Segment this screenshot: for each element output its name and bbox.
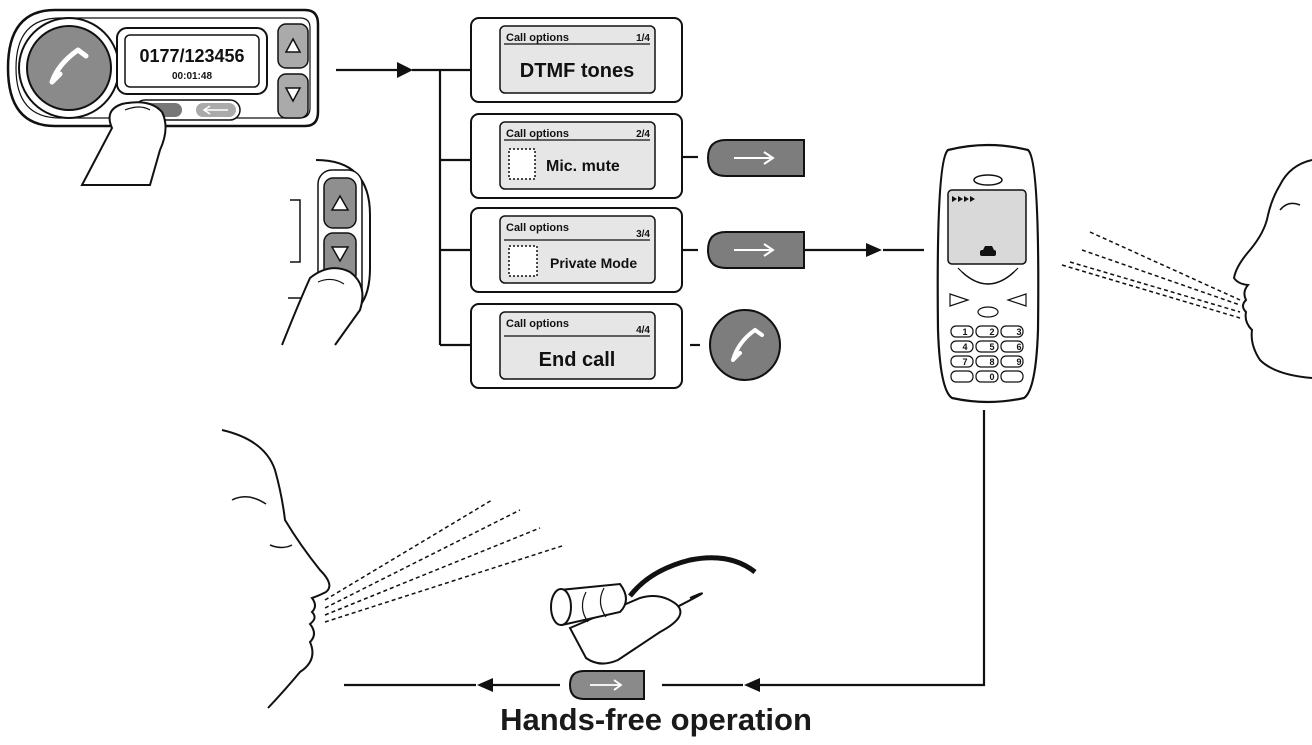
arrow-right-icon <box>734 243 775 257</box>
speech-lines-left <box>324 499 566 623</box>
microphone-cable <box>628 555 757 598</box>
arrowhead-left <box>477 678 493 692</box>
keypad: 1 2 3 4 5 6 7 8 9 0 <box>950 325 1024 383</box>
key <box>950 340 974 353</box>
phone-screen <box>947 189 1027 265</box>
confirm-button-private-mode[interactable] <box>706 231 805 269</box>
checkbox-icon <box>508 148 536 180</box>
checkbox-icon <box>508 245 538 277</box>
key-label: 6 <box>1016 342 1021 352</box>
menu-label: Private Mode <box>550 255 637 271</box>
key <box>1000 340 1024 353</box>
face-left <box>221 429 331 709</box>
key-label: 1 <box>962 327 967 337</box>
finger <box>281 267 364 346</box>
triangle-down-icon <box>284 87 302 103</box>
menu-header: Call options <box>506 318 569 330</box>
up-button[interactable] <box>277 23 309 69</box>
key <box>975 340 999 353</box>
mobile-phone: 1 2 3 4 5 6 7 8 9 0 <box>936 143 1040 404</box>
down-button[interactable] <box>277 73 309 119</box>
menu-page: 4/4 <box>636 325 650 336</box>
key-label: 3 <box>1016 327 1021 337</box>
arrow-right-icon <box>734 151 775 165</box>
confirm-button-mic-mute[interactable] <box>706 139 805 177</box>
confirm-button-handsfree[interactable] <box>568 670 645 700</box>
menu-label: Mic. mute <box>546 158 620 175</box>
caption-title: Hands-free operation <box>500 702 812 737</box>
connectors <box>336 68 986 687</box>
side-button-detail <box>281 159 371 346</box>
key <box>950 370 974 383</box>
menu-page: 2/4 <box>636 129 650 140</box>
speech-lines-right <box>1061 231 1241 319</box>
nav-left-icon <box>949 293 970 307</box>
menu-header: Call options <box>506 32 569 44</box>
menu-page: 3/4 <box>636 229 650 240</box>
triangle-up-icon <box>330 194 350 211</box>
arrowhead-left <box>744 678 760 692</box>
menu-page: 1/4 <box>636 33 650 44</box>
menu-label: DTMF tones <box>520 60 634 82</box>
triangle-up-icon <box>284 37 302 53</box>
car-icon <box>980 246 996 256</box>
key-label: 5 <box>989 342 994 352</box>
arrowhead-right <box>397 62 413 78</box>
arrowhead-right <box>866 243 882 257</box>
up-button-detail[interactable] <box>323 177 357 229</box>
key <box>975 325 999 338</box>
key-label: 2 <box>989 327 994 337</box>
nav-right-icon <box>1006 293 1027 307</box>
key-label: 9 <box>1016 357 1021 367</box>
menu-screen-1[interactable]: Call options 1/4 DTMF tones <box>470 17 683 103</box>
key <box>975 370 999 383</box>
key-label: 7 <box>962 357 967 367</box>
display-screen <box>124 34 260 88</box>
control-unit: 0177/123456 00:01:48 <box>6 8 320 186</box>
microphone-base <box>568 595 682 665</box>
key-label: 0 <box>989 372 994 382</box>
key <box>1000 370 1024 383</box>
key <box>975 355 999 368</box>
flow-arrowheads <box>397 62 882 692</box>
key-label: 8 <box>989 357 994 367</box>
menu-screen-4[interactable]: Call options 4/4 End call <box>470 303 683 389</box>
key <box>1000 325 1024 338</box>
arrow-right-icon <box>590 679 623 691</box>
display-timer: 00:01:48 <box>172 71 212 82</box>
end-call-button[interactable] <box>709 309 781 381</box>
menu-screen-2[interactable]: Call options 2/4 Mic. mute <box>470 113 683 199</box>
handset-icon <box>731 328 764 362</box>
call-button[interactable] <box>18 17 120 119</box>
menu-header: Call options <box>506 222 569 234</box>
microphone <box>550 555 757 665</box>
handset-icon <box>49 47 89 85</box>
face-right <box>1232 159 1312 379</box>
menu-screen-3[interactable]: Call options 3/4 Private Mode <box>470 207 683 293</box>
triangle-down-icon <box>330 246 350 263</box>
signal-bars-icon <box>952 196 975 202</box>
key <box>1000 355 1024 368</box>
menu-label: End call <box>539 349 616 371</box>
menu-header: Call options <box>506 128 569 140</box>
display-number: 0177/123456 <box>139 46 244 66</box>
key-label: 4 <box>962 342 967 352</box>
key <box>950 355 974 368</box>
return-arrow-icon <box>202 105 228 115</box>
thumb <box>80 101 167 186</box>
key <box>950 325 974 338</box>
